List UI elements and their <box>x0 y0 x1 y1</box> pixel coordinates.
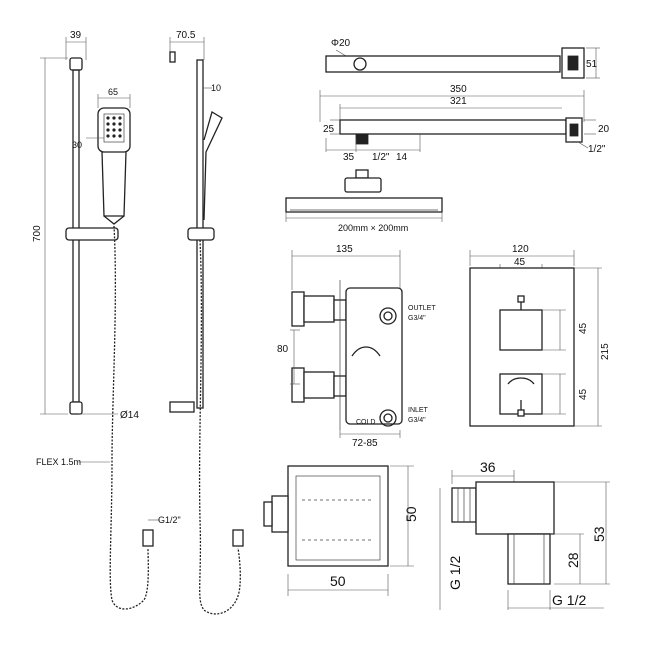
elbow-outlet-height-label: 28 <box>565 552 581 568</box>
side-wall-plate-top <box>169 51 176 63</box>
side-handset <box>203 111 223 221</box>
elbow-outlet <box>507 533 551 585</box>
head-size-label: 200mm × 200mm <box>338 223 408 233</box>
head-connector <box>344 177 382 193</box>
shower-arm-side-view: 350 321 25 20 1/2" 35 1/2" 14 <box>319 84 610 163</box>
arm-side-body <box>339 119 567 135</box>
hose-thread-label: G1/2" <box>158 515 181 525</box>
slide-rail-front-view: 39 700 65 30 <box>32 30 181 610</box>
rail-width-label: 39 <box>70 30 82 41</box>
arm-flange-label: 51 <box>586 59 598 70</box>
arm-inlet-thread <box>355 133 369 145</box>
hose-length-label: FLEX 1.5m <box>36 457 81 467</box>
valve-depth-range-label: 72-85 <box>352 438 378 449</box>
hose-connector <box>142 529 154 547</box>
elbow-height-label: 53 <box>591 526 607 542</box>
outlet-square-plate <box>287 465 389 567</box>
plate-top-handle <box>499 309 543 351</box>
rail-diameter-label: Ø14 <box>120 410 139 421</box>
thermostatic-valve-body: 135 80 OUTLET G3/4" INLET G3/4" COLD 72-… <box>277 244 436 449</box>
head-connector-top <box>355 169 369 179</box>
plate-top-handle-height-label: 45 <box>578 322 589 334</box>
inlet-thread-label: G3/4" <box>408 417 426 424</box>
valve-body-block <box>345 287 403 425</box>
plate-height-label: 215 <box>600 343 611 360</box>
side-wall-plate-bottom <box>169 401 195 413</box>
arm-outlet-circle <box>353 57 367 71</box>
arm-top-body <box>325 55 561 73</box>
arm-overall-length-label: 350 <box>450 84 467 95</box>
arm-thickness-label: 20 <box>598 124 610 135</box>
head-plate <box>285 197 443 213</box>
arm-height-label: 25 <box>323 124 335 135</box>
side-hose-connector <box>232 529 244 547</box>
rail-height-label: 700 <box>32 225 43 242</box>
plate-handle-width-label: 45 <box>514 257 526 268</box>
arm-inlet-offset-label: 14 <box>396 152 408 163</box>
elbow-bottom-thread-label: G 1/2 <box>552 592 586 608</box>
valve-top-handle-cap <box>291 291 305 327</box>
valve-top-handle <box>303 295 335 323</box>
plate-bottom-handle <box>499 373 543 415</box>
side-hose <box>198 239 241 615</box>
outlet-height-label: 50 <box>403 506 419 522</box>
head-offset-label: 30 <box>72 140 82 150</box>
plate-width-label: 120 <box>512 244 529 255</box>
side-slider <box>187 227 215 241</box>
valve-height-label: 80 <box>277 344 289 355</box>
rail-slider <box>65 227 119 241</box>
elbow-side-view: 36 G 1/2 53 28 G 1/2 <box>439 459 610 610</box>
arm-inlet-length-label: 35 <box>343 152 355 163</box>
side-handle-label: 10 <box>211 83 221 93</box>
valve-face-plate: 120 45 45 45 215 <box>469 244 611 427</box>
arm-thread-label: 1/2" <box>588 144 606 155</box>
side-depth-label: 70.5 <box>176 30 196 41</box>
elbow-side-thread-label: G 1/2 <box>447 556 463 590</box>
arm-length-label: 321 <box>450 96 467 107</box>
valve-bottom-handle <box>303 371 335 399</box>
elbow-body <box>475 481 555 535</box>
overhead-shower-head: 200mm × 200mm <box>285 169 443 233</box>
outlet-width-label: 50 <box>330 573 346 589</box>
shower-hose <box>109 225 149 610</box>
valve-outlet-port <box>379 307 397 325</box>
elbow-depth-label: 36 <box>480 459 496 475</box>
shower-arm-top-view: Φ20 51 <box>325 38 600 79</box>
valve-width-label: 135 <box>336 244 353 255</box>
arm-diameter-label: Φ20 <box>331 38 351 49</box>
wall-outlet-elbow: 50 50 <box>263 465 419 596</box>
rail-bottom-bracket <box>69 401 83 415</box>
outlet-thread-label: G3/4" <box>408 315 426 322</box>
outlet-label: OUTLET <box>408 305 436 312</box>
plate-bottom-handle-height-label: 45 <box>578 388 589 400</box>
cold-label: COLD <box>356 419 375 426</box>
inlet-label: INLET <box>408 407 429 414</box>
rail-top-bracket <box>69 57 83 71</box>
outlet-thread-connector <box>271 495 289 533</box>
head-width-label: 65 <box>108 87 118 97</box>
valve-inlet-port <box>379 409 397 427</box>
handset-spray-face <box>103 113 125 143</box>
slide-rail-side-view: 70.5 10 <box>169 30 244 615</box>
handset-nozzles <box>106 116 122 138</box>
handset-handle <box>101 151 127 217</box>
arm-inlet-thread-label: 1/2" <box>372 152 390 163</box>
